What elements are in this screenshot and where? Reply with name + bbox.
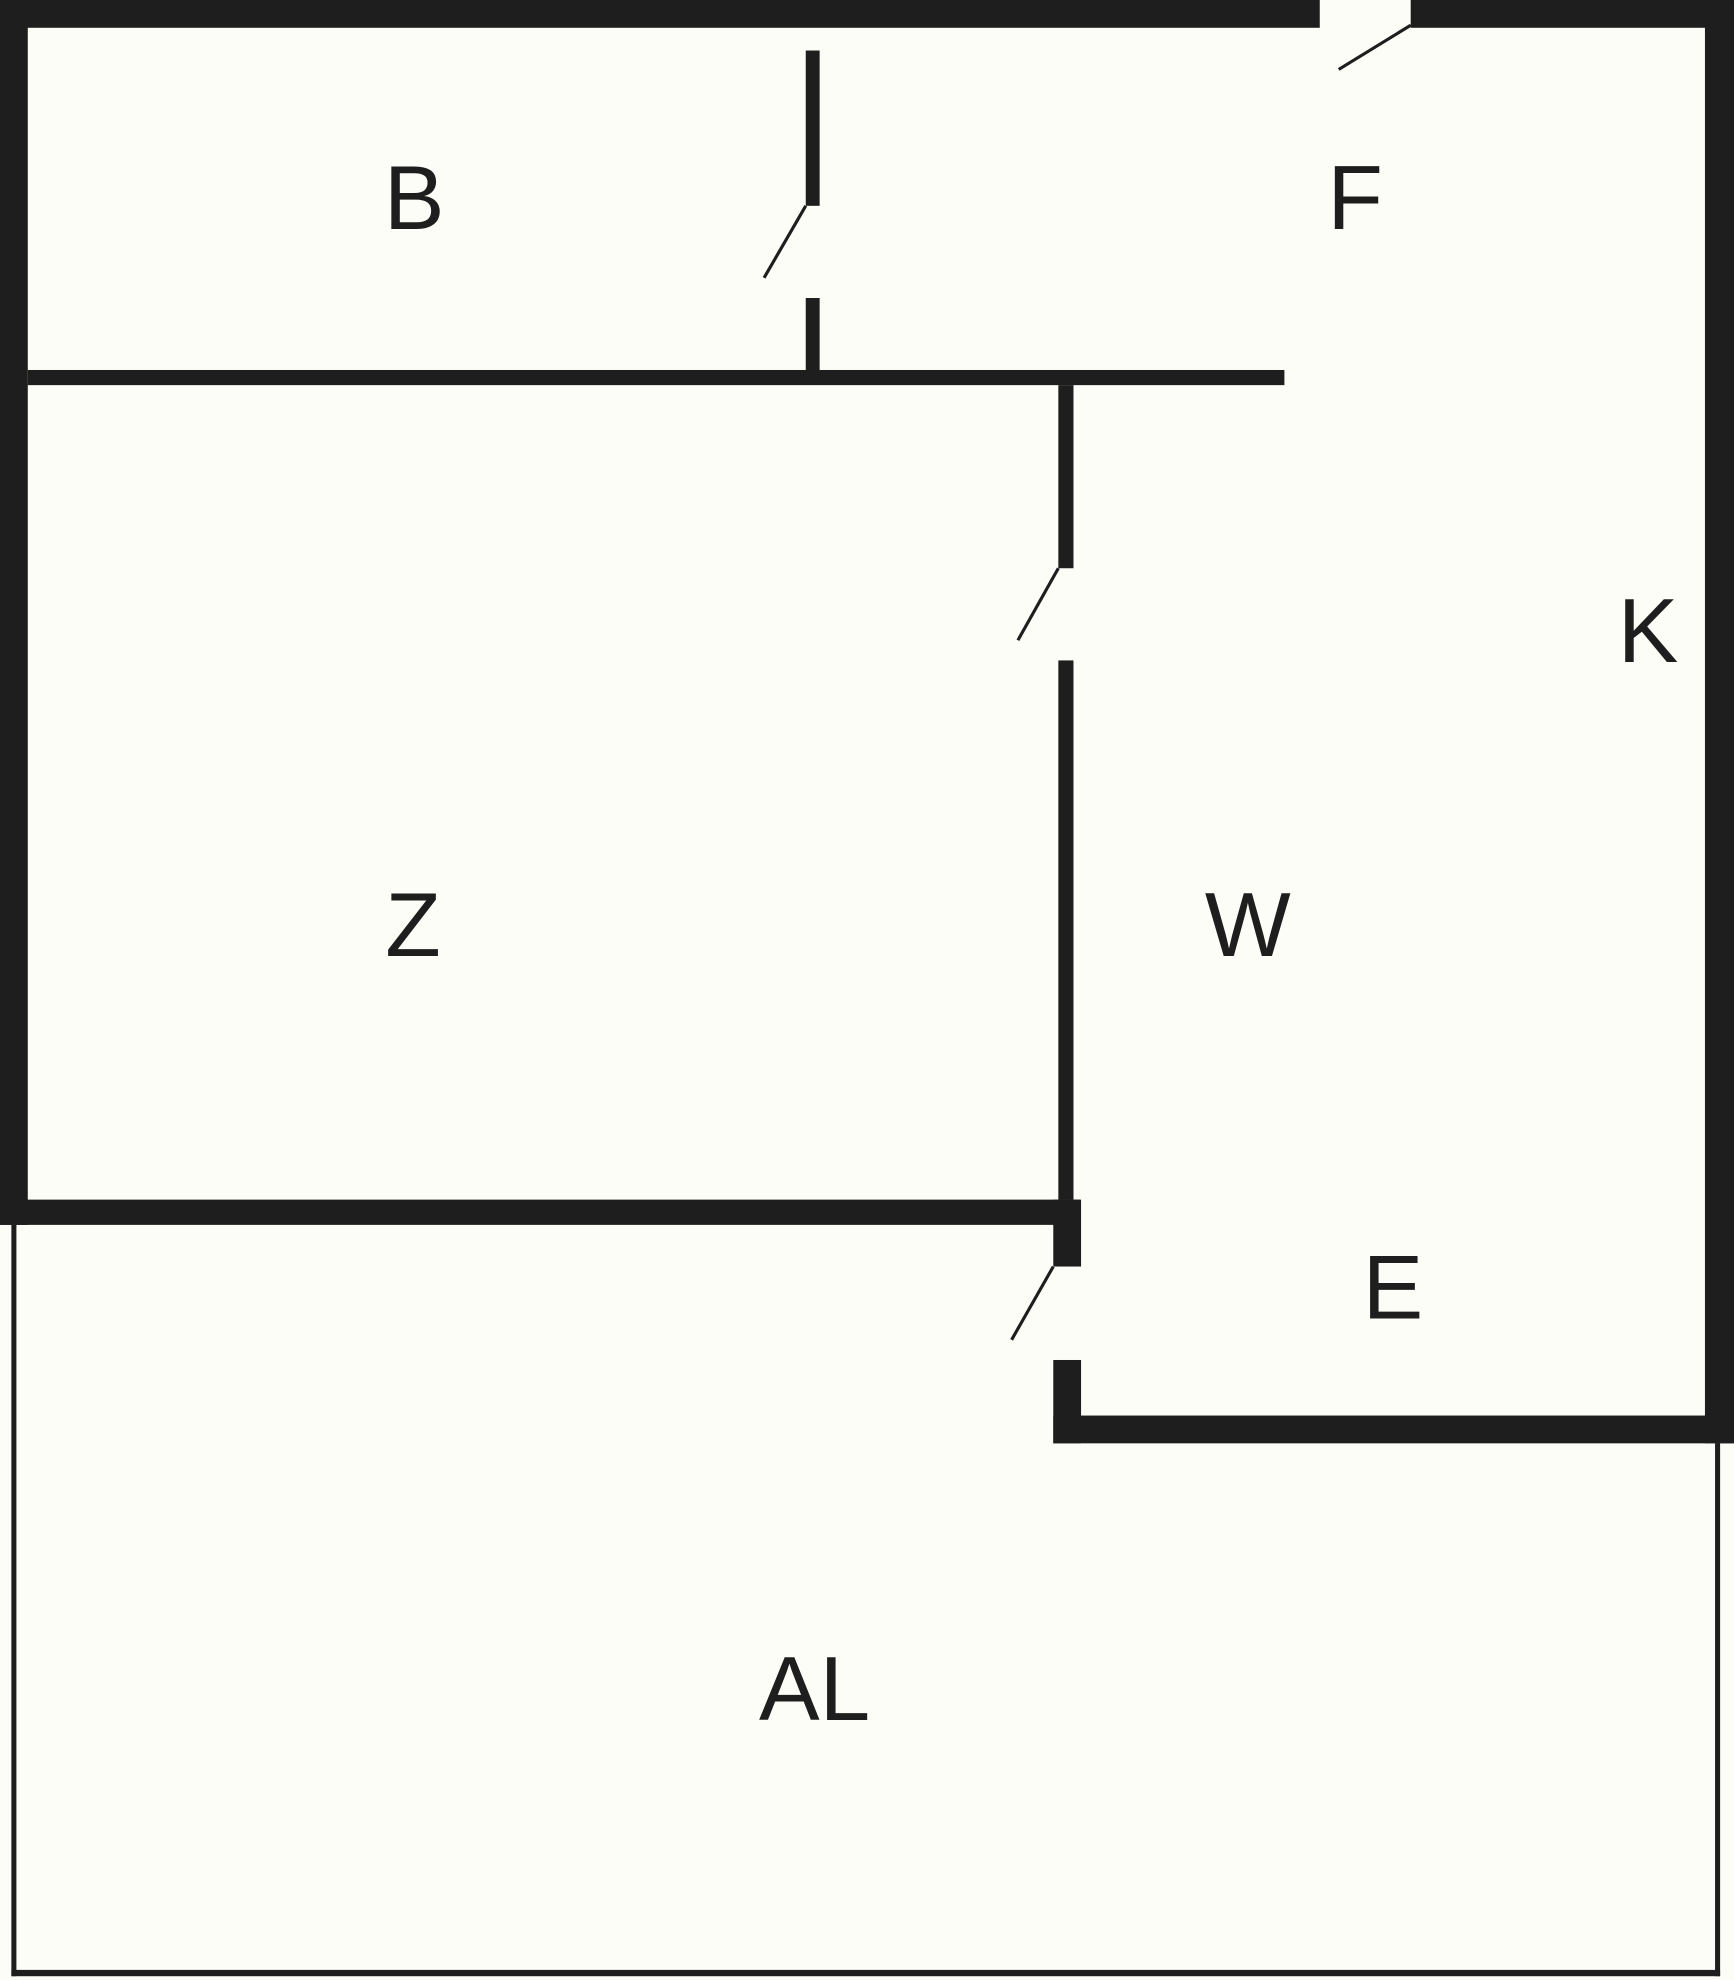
al-left-outline [11,1224,17,1977]
wall-z-al [0,1199,1080,1225]
wall-b-f-lower [805,298,820,370]
wall-z-w-lower [1058,660,1074,1200]
top-wall-left [0,0,1320,28]
wall-e-bottom [1053,1415,1734,1444]
al-right-outline [1715,1443,1721,1977]
room-label-f: F [1327,148,1383,249]
room-label-b: B [384,148,445,249]
door-swing-b [762,205,808,279]
left-wall [0,0,28,1225]
doors [762,23,1412,1341]
room-label-k: K [1618,581,1679,682]
room-label-z: Z [385,875,441,976]
top-wall-right [1410,0,1734,28]
right-wall [1704,0,1734,1444]
room-label-w: W [1205,875,1291,976]
wall-b-z [27,369,1285,386]
door-swing-entrance [1337,23,1412,71]
room-label-al: AL [759,1639,870,1740]
wall-e-al-upper [1053,1199,1082,1267]
room-labels: B F K Z W E AL [384,148,1679,1740]
door-swing-z [1016,567,1060,641]
wall-b-f-upper [805,50,820,206]
door-swing-al [1010,1265,1055,1341]
al-bottom-outline [11,1969,1721,1977]
wall-z-w-upper [1058,385,1074,569]
room-label-e: E [1363,1238,1424,1339]
